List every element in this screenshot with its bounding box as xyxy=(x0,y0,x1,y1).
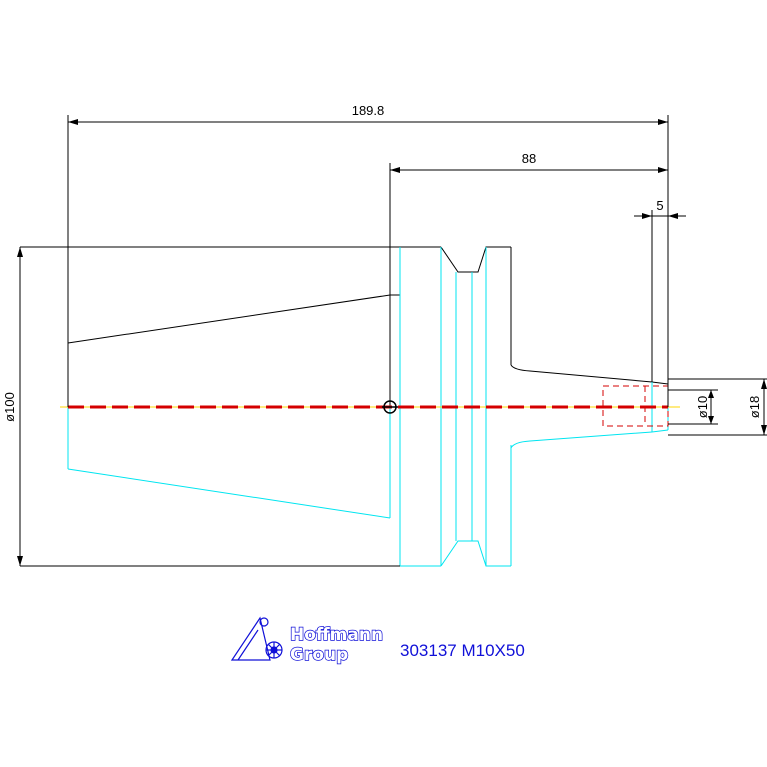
collar-width-dimension: 5 xyxy=(656,198,663,213)
logo-emblem-icon xyxy=(230,616,283,661)
logo-line-2: Group xyxy=(290,645,348,665)
shank-length-dimension: 88 xyxy=(522,151,536,166)
centerline xyxy=(60,400,680,414)
hoffmann-logo: Hoffmann Group xyxy=(230,616,384,666)
dimension-arrows xyxy=(17,119,767,566)
overall-length-dimension: 189.8 xyxy=(352,103,385,118)
bore-diameter-dimension: ø10 xyxy=(695,396,710,418)
logo-line-1: Hoffmann xyxy=(290,625,383,645)
part-number-label: 303137 M10X50 xyxy=(400,641,525,660)
outer-diameter-dimension: ø100 xyxy=(2,392,17,422)
upper-outline xyxy=(20,246,669,407)
tip-diameter-dimension: ø18 xyxy=(747,396,762,418)
bore-hidden-lines xyxy=(602,385,669,427)
dimension-lines xyxy=(19,115,767,567)
